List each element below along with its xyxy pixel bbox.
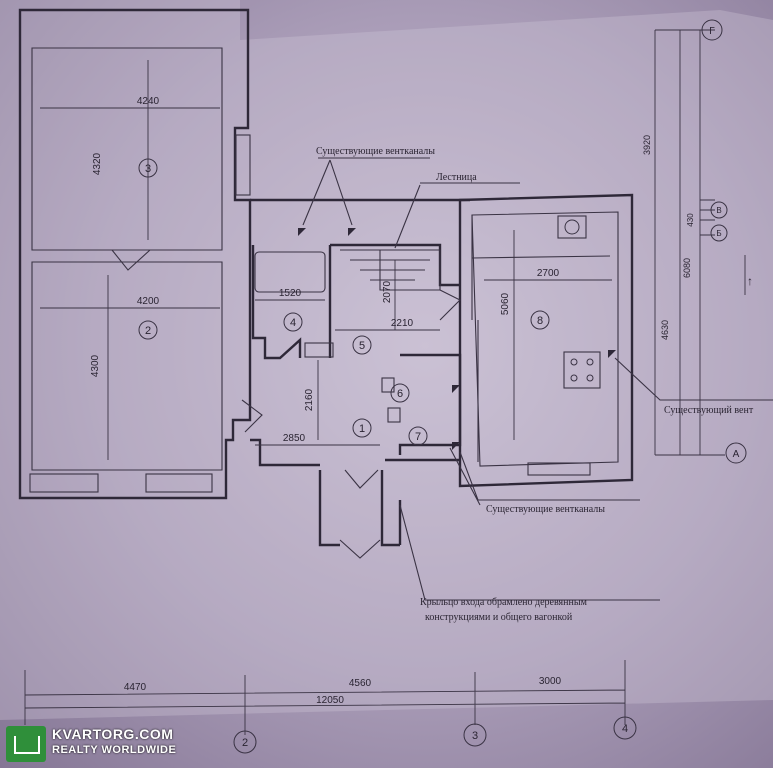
dim-2700: 2700: [537, 268, 560, 279]
axis-a-label: А: [733, 449, 740, 460]
watermark-title: KVARTORG.COM: [52, 726, 174, 742]
axis-v-label: В: [716, 206, 721, 215]
stairs-note: Лестница: [436, 172, 477, 183]
room-7-number: 7: [415, 431, 421, 443]
dim-2850: 2850: [283, 433, 306, 444]
room-6-number: 6: [397, 388, 403, 400]
axis-4-label: 4: [622, 723, 628, 735]
dim-4320: 4320: [92, 152, 103, 175]
north-arrow: ↑: [747, 274, 753, 288]
dim-4630: 4630: [660, 320, 670, 340]
axis-b-label: Б: [716, 229, 721, 238]
room-4-number: 4: [290, 317, 296, 329]
vent-right-note: Существующий вент: [664, 405, 754, 416]
room-2-number: 2: [145, 325, 151, 337]
left-block-wall: [18, 8, 252, 500]
dim-430: 430: [686, 213, 695, 227]
room-5-number: 5: [359, 340, 365, 352]
watermark-subtitle: REALTY WORLDWIDE: [52, 744, 177, 756]
dim-2160: 2160: [304, 388, 315, 411]
dim-3920: 3920: [642, 135, 652, 155]
house-logo-icon: [6, 726, 46, 762]
room-1-number: 1: [359, 423, 365, 435]
dim-4560: 4560: [349, 678, 372, 689]
kitchen-wall: [458, 193, 634, 488]
dim-5060: 5060: [500, 292, 511, 315]
watermark: KVARTORG.COM REALTY WORLDWIDE: [6, 724, 186, 764]
porch-note-line2: конструкциями и общего вагонкой: [425, 612, 573, 623]
dim-3000: 3000: [539, 676, 562, 687]
dim-4470: 4470: [124, 682, 147, 693]
dim-4300: 4300: [90, 354, 101, 377]
dim-2210: 2210: [391, 318, 414, 329]
dim-2070: 2070: [382, 280, 393, 303]
axis-g-label: Г: [709, 26, 715, 37]
porch-note-line1: Крыльцо входа обрамлено деревянным: [420, 597, 588, 608]
dim-4240: 4240: [137, 96, 160, 107]
room-3-number: 3: [145, 163, 151, 175]
axis-3-label: 3: [472, 730, 478, 742]
axis-2-label: 2: [242, 737, 248, 749]
dim-1520: 1520: [279, 288, 302, 299]
room-8-number: 8: [537, 315, 543, 327]
dim-6080: 6080: [682, 258, 692, 278]
vent-top-note: Существующие вентканалы: [316, 146, 435, 157]
dim-4200: 4200: [137, 296, 160, 307]
vent-bottom-note: Существующие вентканалы: [486, 504, 605, 515]
dim-12050: 12050: [316, 695, 344, 706]
